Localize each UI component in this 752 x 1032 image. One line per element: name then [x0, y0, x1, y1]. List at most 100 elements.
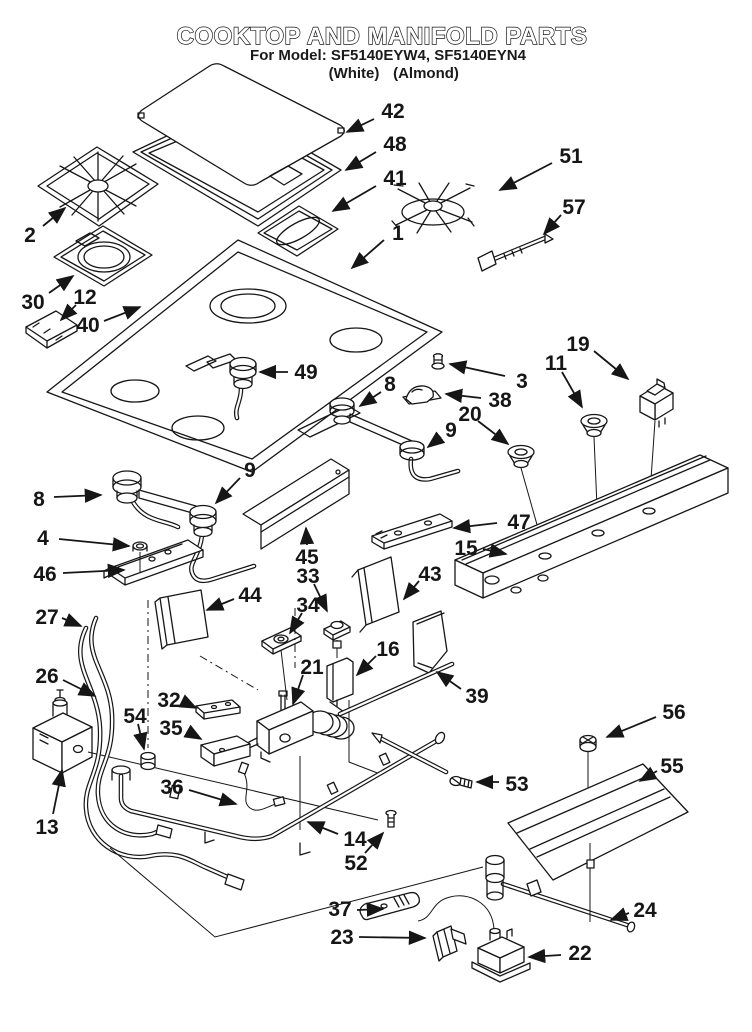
part-nut-33 [323, 620, 351, 658]
callout-arrow [51, 768, 66, 815]
callout-48: 48 [344, 133, 407, 171]
callout-label: 32 [157, 689, 180, 712]
callout-arrow [358, 391, 382, 407]
callout-label: 46 [33, 563, 56, 586]
callout-arrow [53, 488, 103, 503]
callout-14: 14 [306, 821, 367, 851]
callout-arrow [58, 537, 131, 552]
callout-43: 43 [402, 563, 442, 601]
callout-8: 8 [33, 488, 103, 511]
part-wire-36 [237, 761, 286, 811]
callout-arrow [62, 563, 126, 578]
callout-23: 23 [330, 926, 427, 949]
callout-label: 56 [662, 701, 685, 724]
callout-47: 47 [452, 511, 531, 534]
callout-arrow [355, 655, 377, 677]
callout-arrow [452, 518, 498, 534]
callout-arrow [61, 613, 83, 627]
callout-35: 35 [159, 717, 203, 740]
callout-arrow [291, 674, 306, 706]
callout-label: 30 [21, 291, 44, 314]
part-burner-tube-24 [485, 843, 636, 933]
callout-label: 2 [24, 224, 36, 247]
callout-label: 48 [383, 133, 407, 156]
finish-white-label: (White) [329, 65, 380, 82]
callout-arrow [62, 679, 97, 697]
part-baffle-39 [412, 610, 448, 674]
part-plate-35 [200, 735, 251, 767]
callout-arrow [59, 303, 78, 322]
callout-11: 11 [545, 352, 583, 409]
callout-16: 16 [355, 638, 400, 677]
callout-42: 42 [345, 100, 405, 133]
callout-37: 37 [328, 898, 385, 921]
callout-label: 39 [465, 685, 488, 708]
part-bracket-44 [154, 589, 209, 650]
part-burner-grate [37, 146, 159, 227]
callout-arrow [350, 239, 385, 270]
callout-4: 4 [37, 527, 131, 552]
callout-arrow [331, 185, 377, 212]
part-screw-52 [385, 809, 397, 828]
callout-45: 45 [295, 526, 319, 569]
part-manifold-pipe-14 [111, 661, 455, 856]
callout-arrow [527, 948, 562, 964]
callout-arrow [426, 431, 446, 449]
callout-3: 3 [448, 360, 528, 393]
callout-9: 9 [426, 419, 457, 449]
callout-label: 37 [328, 898, 351, 921]
part-clip-38 [402, 385, 442, 405]
callout-arrow [444, 388, 482, 403]
callout-label: 43 [418, 563, 441, 586]
part-igniter-57 [477, 233, 554, 272]
part-shield-43 [351, 556, 400, 633]
callout-label: 26 [35, 665, 58, 688]
callout-label: 52 [344, 852, 367, 875]
assembly-alignment-lines [199, 608, 296, 691]
callout-39: 39 [435, 670, 489, 708]
callout-arrow [498, 162, 553, 191]
callout-arrow [188, 789, 238, 807]
callout-label: 53 [505, 773, 528, 796]
callout-label: 8 [33, 488, 45, 511]
part-bracket-47 [371, 513, 453, 550]
callout-arrow [448, 360, 506, 377]
callout-label: 49 [294, 361, 317, 384]
callout-label: 40 [76, 314, 99, 337]
callout-arrow [183, 724, 203, 740]
callout-arrow [561, 371, 583, 409]
callout-label: 16 [376, 638, 399, 661]
callout-arrow [133, 723, 148, 751]
callout-arrow [402, 580, 420, 601]
callout-arrow [477, 420, 510, 446]
part-griddle-cover [137, 63, 345, 186]
part-valve-22 [417, 895, 531, 983]
part-valve-16 [326, 640, 381, 775]
callout-arrow [605, 716, 657, 738]
callout-arrow [205, 597, 235, 611]
callout-label: 38 [488, 389, 512, 412]
callout-label: 45 [295, 546, 319, 569]
callout-arrow [364, 831, 385, 854]
callout-13: 13 [35, 768, 66, 839]
callout-label: 15 [454, 537, 478, 560]
callout-label: 33 [296, 565, 319, 588]
callout-label: 13 [35, 816, 58, 839]
callout-41: 41 [331, 167, 407, 212]
callout-1: 1 [350, 222, 404, 270]
callout-46: 46 [33, 563, 126, 586]
callout-label: 36 [160, 776, 183, 799]
callout-32: 32 [157, 689, 198, 712]
callout-arrow [42, 206, 67, 227]
callout-label: 22 [568, 942, 591, 965]
callout-label: 41 [383, 167, 407, 190]
callout-label: 4 [37, 527, 49, 550]
part-burner-bowl [53, 225, 153, 287]
part-main-cooktop [46, 239, 443, 473]
callout-55: 55 [638, 755, 684, 782]
callout-arrow [299, 526, 315, 546]
callout-label: 57 [562, 196, 585, 219]
callout-arrow [313, 583, 328, 613]
callout-label: 11 [545, 352, 568, 375]
